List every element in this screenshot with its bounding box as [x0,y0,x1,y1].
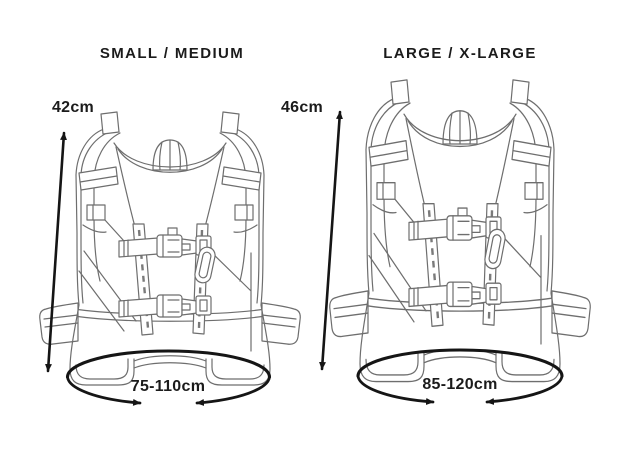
vest-illustration-large-xlarge [328,78,592,383]
back-length-label-large-xlarge: 46cm [281,99,323,116]
height-arrow-large-xlarge [318,110,344,371]
chest-range-label-large-xlarge: 85-120cm [422,376,497,393]
chest-range-label-small-medium: 75-110cm [131,378,205,395]
size-title-small-medium: SMALL / MEDIUM [100,45,244,62]
back-length-label-small-medium: 42cm [52,99,94,116]
height-arrow-small-medium [44,131,68,373]
chest-ellipse-large-xlarge [356,348,564,405]
chest-ellipse-small-medium [65,349,272,406]
vest-illustration-small-medium [38,110,302,387]
size-title-large-xlarge: LARGE / X-LARGE [383,45,537,62]
